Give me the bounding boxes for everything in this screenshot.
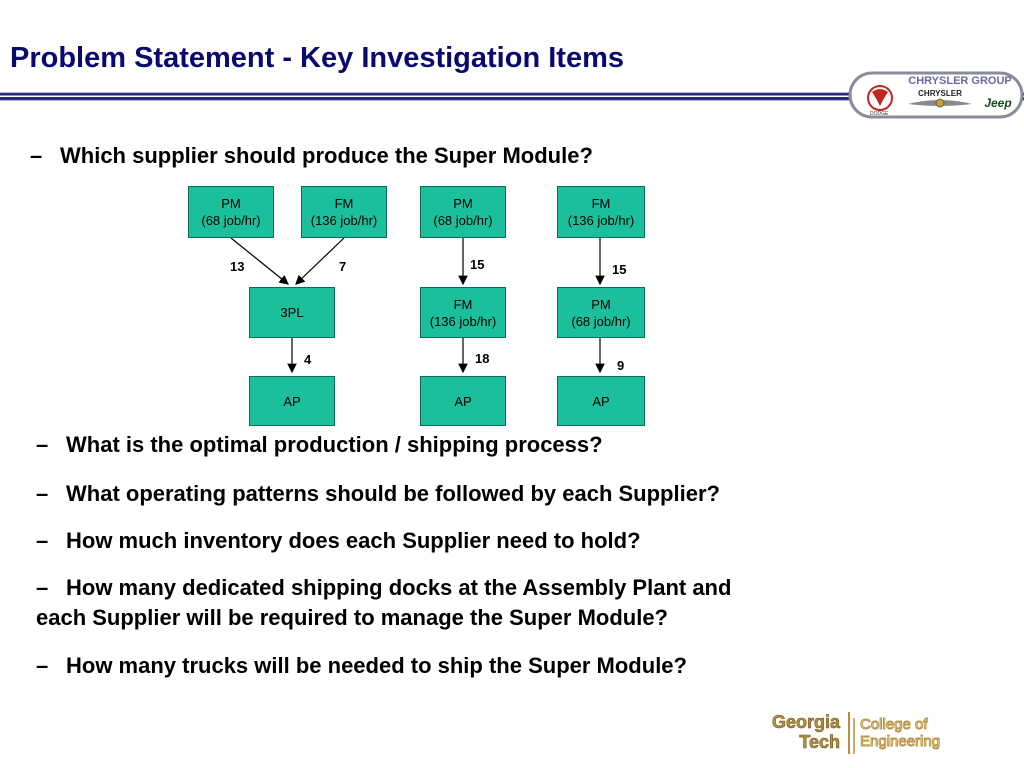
node-ap-option2: AP — [420, 376, 506, 426]
bullet-text-5a: How many dedicated shipping docks at the… — [66, 575, 732, 600]
bullet-item-6: –How many trucks will be needed to ship … — [36, 653, 687, 679]
flow-label-pm-ap: 9 — [617, 358, 625, 373]
node-rate: (68 job/hr) — [571, 313, 631, 329]
node-name: AP — [283, 393, 301, 409]
node-3pl-option1: 3PL — [249, 287, 335, 338]
arrow-fm-to-3pl — [295, 237, 345, 285]
node-name: PM — [453, 196, 473, 211]
bullet-text-2: What is the optimal production / shippin… — [66, 432, 603, 457]
bullet-dash: – — [36, 653, 49, 678]
node-name: 3PL — [280, 305, 304, 320]
flow-label-fm-pm: 15 — [612, 262, 627, 277]
flow-label-3pl-ap: 4 — [304, 352, 312, 367]
bullet-item-2: –What is the optimal production / shippi… — [36, 432, 603, 458]
georgia-tech-coe-logo: Georgia Tech College of Engineering — [772, 712, 941, 754]
node-ap-option3: AP — [557, 376, 645, 426]
dodge-ram-icon — [867, 85, 893, 111]
flow-label-pm-fm: 15 — [470, 257, 485, 272]
bullet-text-5b: each Supplier will be required to manage… — [36, 605, 668, 630]
gt-line1: Georgia — [772, 712, 841, 732]
bullet-text-6: How many trucks will be needed to ship t… — [66, 653, 687, 678]
node-ap-option1: AP — [249, 376, 335, 426]
node-name: PM — [591, 296, 611, 312]
node-rate: (68 job/hr) — [201, 213, 261, 228]
flow-label-fm-3pl: 7 — [339, 259, 347, 274]
title-rule — [0, 92, 850, 101]
jeep-text: Jeep — [984, 96, 1011, 110]
bullet-dash: – — [36, 432, 49, 457]
bullet-dash: – — [36, 575, 49, 600]
coe-line1: College of — [860, 716, 928, 733]
gt-tower-icon — [848, 712, 855, 754]
node-rate: (136 job/hr) — [429, 313, 497, 329]
node-name: FM — [334, 196, 354, 211]
dodge-text: DODGE — [870, 111, 889, 117]
bullet-item-5: –How many dedicated shipping docks at th… — [36, 575, 731, 601]
chrysler-group-text: CHRYSLER GROUP — [908, 75, 1012, 87]
bullet-dash: – — [36, 528, 49, 553]
node-fm-option2: FM (136 job/hr) — [420, 287, 506, 338]
bullet-text-4: How much inventory does each Supplier ne… — [66, 528, 641, 553]
node-rate: (136 job/hr) — [567, 213, 635, 228]
chrysler-wings-icon — [908, 98, 972, 108]
node-pm-option3: PM (68 job/hr) — [557, 287, 645, 338]
page-title: Problem Statement - Key Investigation It… — [10, 42, 624, 74]
node-name: PM — [221, 196, 241, 211]
node-name: AP — [592, 393, 610, 409]
flow-label-pm-3pl: 13 — [230, 259, 245, 274]
chrysler-text: CHRYSLER — [918, 89, 962, 98]
bullet-text-3: What operating patterns should be follow… — [66, 481, 720, 506]
bullet-item-3: –What operating patterns should be follo… — [36, 481, 720, 507]
node-name: AP — [454, 393, 472, 409]
flow-label-fm-ap: 18 — [475, 351, 490, 366]
gt-line2: Tech — [799, 732, 840, 752]
node-rate: (68 job/hr) — [433, 213, 493, 228]
bullet-dash: – — [36, 481, 49, 506]
node-rate: (136 job/hr) — [310, 213, 378, 228]
node-fm-option1: FM (136 job/hr) — [301, 186, 387, 238]
coe-line2: Engineering — [860, 733, 940, 750]
node-fm-option3: FM (136 job/hr) — [557, 186, 645, 238]
chrysler-group-logo: CHRYSLER GROUP DODGE CHRYSLER Jeep — [848, 71, 1024, 119]
bullet-dash: – — [30, 143, 43, 168]
bullet-text-1: Which supplier should produce the Super … — [60, 143, 593, 168]
node-name: FM — [591, 196, 611, 211]
node-pm-option1: PM (68 job/hr) — [188, 186, 274, 238]
node-pm-option2: PM (68 job/hr) — [420, 186, 506, 238]
node-name: FM — [453, 296, 473, 312]
bullet-item-4: –How much inventory does each Supplier n… — [36, 528, 641, 554]
bullet-item-1: –Which supplier should produce the Super… — [30, 143, 593, 169]
bullet-item-5-continued: each Supplier will be required to manage… — [36, 605, 668, 631]
